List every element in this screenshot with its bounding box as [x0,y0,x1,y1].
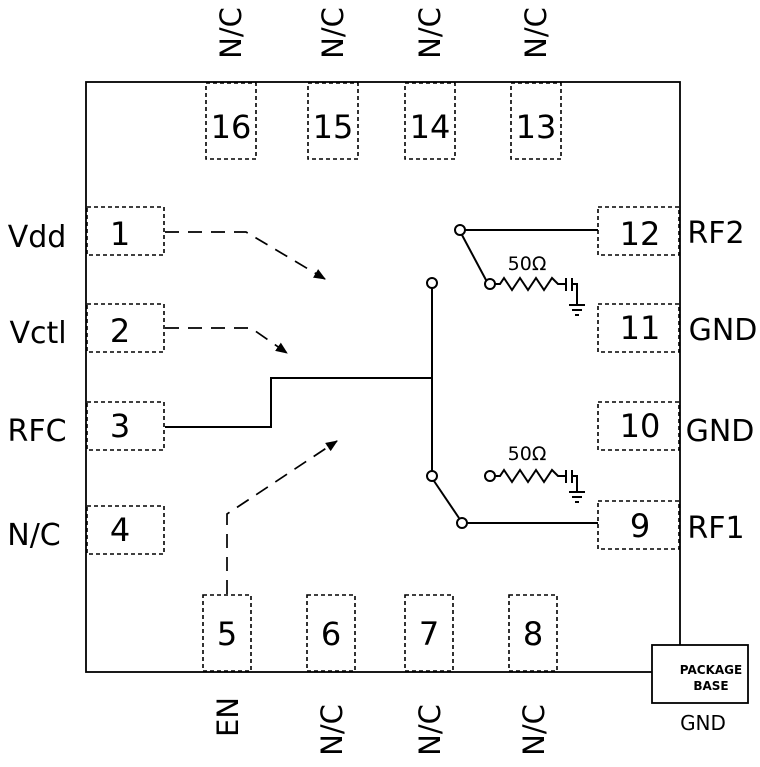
pin-11-label: GND [689,313,758,348]
pin-9-pad [597,500,680,550]
pin-9-label: RF1 [687,511,744,546]
bottom-pins: 5 6 7 8 [202,594,558,672]
pin-14-number: 14 [410,108,451,146]
pin-1-pad [86,206,165,256]
pin-11-number: 11 [620,309,661,347]
pin-7-number: 7 [419,615,439,653]
bottom-labels: EN N/C N/C N/C [211,697,551,756]
package-base: PACKAGE BASE GND [651,644,749,735]
pin-3-label: RFC [7,414,66,449]
package-base-box [651,644,749,704]
pin-7-label: N/C [413,704,447,756]
left-labels: Vdd Vctl RFC N/C [7,220,66,553]
package-base-gnd: GND [680,711,726,735]
rfc-trace [165,377,432,428]
left-pins: 1 2 3 4 [86,206,165,555]
common-node-top-contact [426,277,438,289]
pin-4-label: N/C [7,518,61,553]
pin-15-label: N/C [316,7,350,59]
pin-12-label: RF2 [687,216,744,251]
package-base-line2: BASE [693,679,728,693]
pin-1-label: Vdd [8,220,67,255]
pin-13-pad [510,82,562,160]
pin-13-label: N/C [519,7,553,59]
rf1-contact [456,517,468,529]
package-base-line1: PACKAGE [680,663,742,677]
rf2-term-contact [484,278,496,290]
pin-4-pad [86,505,165,555]
pin-5-number: 5 [217,615,237,653]
pin-9-number: 9 [630,507,650,545]
pin-16-pad [205,82,257,160]
right-pins: 12 11 10 9 [597,206,680,550]
pin-16-number: 16 [211,108,252,146]
pin-8-pad [508,594,558,672]
pin-14-pad [404,82,456,160]
rf2-cap-lead [572,283,578,305]
rf1-cap-lead [572,475,578,492]
rf2-contact [454,224,466,236]
pin-2-number: 2 [110,312,130,350]
package-outline [85,81,681,673]
pin-7-pad [404,594,454,672]
pin-8-number: 8 [523,615,543,653]
pin-10-pad [597,401,680,451]
rf2-termination-label: 50Ω [508,253,547,275]
pin-6-label: N/C [315,704,349,756]
control-arrows [165,231,338,594]
pin-11-pad [597,303,680,353]
vctl-arrow [165,327,288,354]
rf1-switch-arm [433,480,460,519]
pin-16-label: N/C [214,7,248,59]
en-arrow [226,440,338,594]
pin-5-pad [202,594,252,672]
pin-6-pad [306,594,356,672]
pin-5-label: EN [211,697,245,737]
top-labels: N/C N/C N/C N/C [214,7,553,59]
common-node-bottom-contact [426,470,438,482]
vdd-arrow [165,231,326,280]
right-labels: RF2 GND GND RF1 [686,216,758,546]
pin-6-number: 6 [321,615,341,653]
pin-3-pad [86,401,165,451]
pin-10-number: 10 [620,407,661,445]
rf1-resistor [495,468,566,484]
top-pins: 16 15 14 13 [205,82,562,160]
pin-4-number: 4 [110,511,130,549]
pin-14-label: N/C [413,7,447,59]
pin-8-label: N/C [517,704,551,756]
pin-15-number: 15 [313,108,354,146]
rf1-termination-label: 50Ω [508,443,547,465]
rf2-switch-arm [461,234,487,281]
pin-2-pad [86,303,165,353]
rf1-term-contact [484,470,496,482]
pin-3-number: 3 [110,407,130,445]
rf-switch: 50Ω 50Ω [165,224,598,529]
pin-13-number: 13 [516,108,557,146]
rf2-resistor [495,276,566,292]
pin-10-label: GND [686,414,755,449]
pin-12-number: 12 [620,215,661,253]
pin-2-label: Vctl [9,316,66,351]
pin-15-pad [307,82,359,160]
pin-1-number: 1 [110,215,130,253]
